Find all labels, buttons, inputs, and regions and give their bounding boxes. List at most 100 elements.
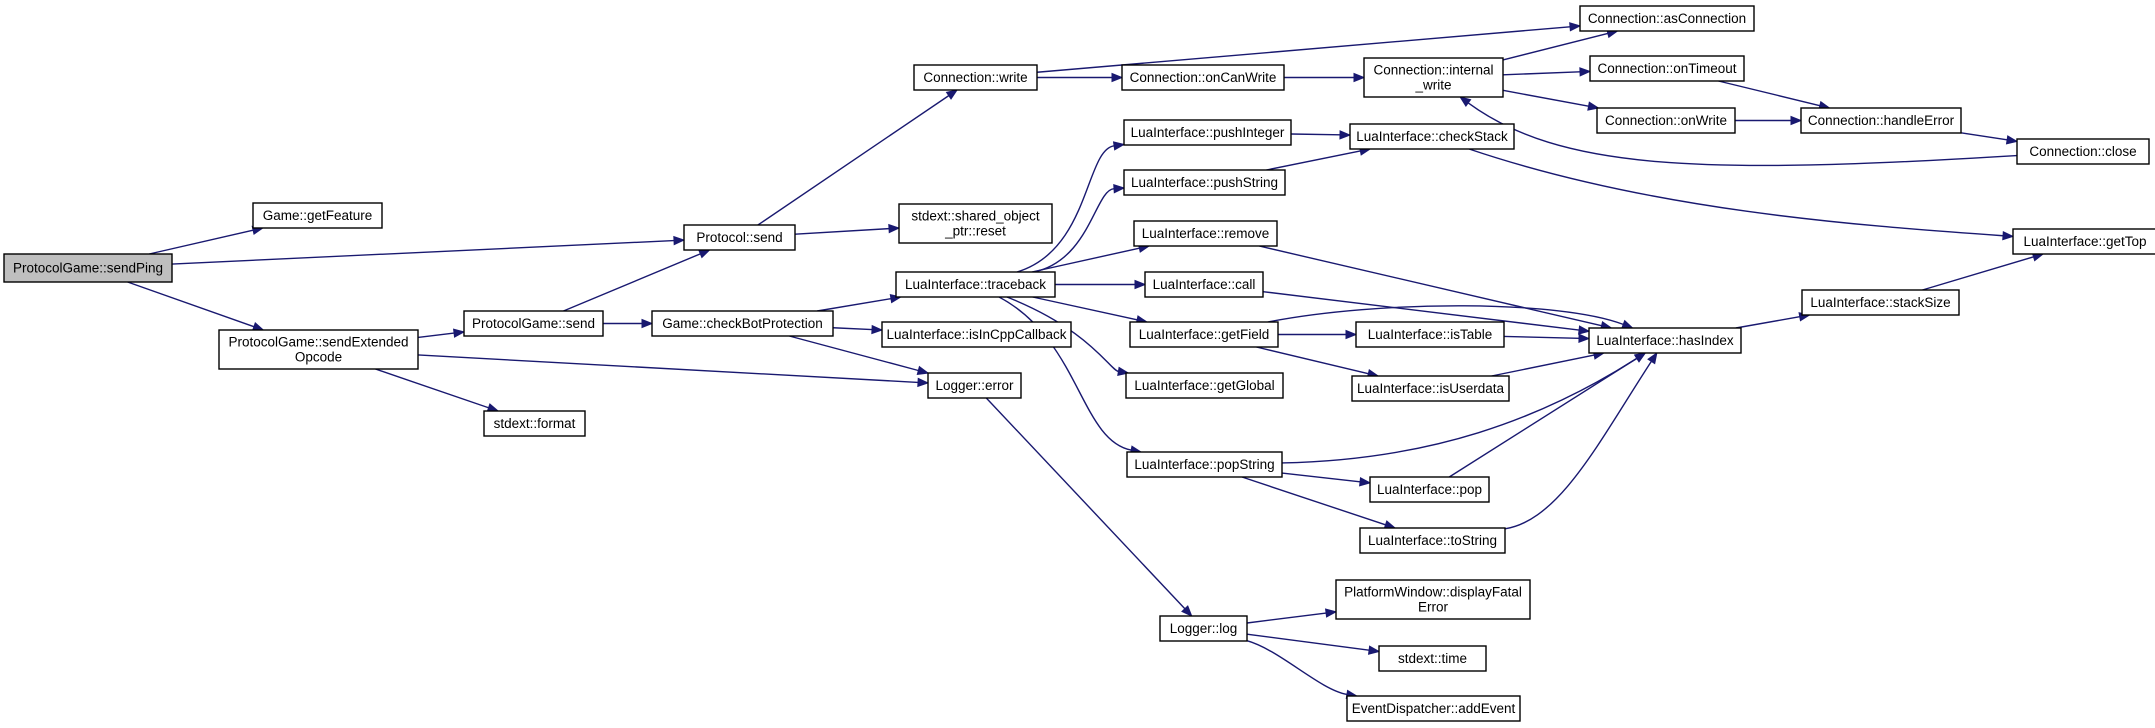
edge-line xyxy=(1502,32,1609,61)
node-box xyxy=(483,410,586,437)
edge-sendPing-to-sendExtOp xyxy=(127,281,265,331)
edge-pushString-to-checkStack xyxy=(1266,146,1372,171)
node-pushInteger[interactable]: LuaInterface::pushInteger xyxy=(1123,119,1292,146)
node-label: Connection::onWrite xyxy=(1605,113,1727,128)
node-label: LuaInterface::stackSize xyxy=(1810,295,1950,310)
arrowhead xyxy=(1578,325,1591,335)
node-label: LuaInterface::getTop xyxy=(2023,234,2146,249)
node-close[interactable]: Connection::close xyxy=(2016,138,2150,165)
node-pgSend[interactable]: ProtocolGame::send xyxy=(463,310,604,337)
edge-line xyxy=(1241,476,1386,526)
node-sopReset[interactable]: stdext::shared_object_ptr::reset xyxy=(898,203,1053,244)
node-isTable[interactable]: LuaInterface::isTable xyxy=(1355,321,1505,348)
node-checkStack[interactable]: LuaInterface::checkStack xyxy=(1349,123,1515,150)
node-stackSize[interactable]: LuaInterface::stackSize xyxy=(1801,289,1960,316)
node-getTop[interactable]: LuaInterface::getTop xyxy=(2012,228,2155,255)
node-stdTime[interactable]: stdext::time xyxy=(1378,645,1487,672)
node-protoSend[interactable]: Protocol::send xyxy=(683,224,796,251)
node-label: LuaInterface::pop xyxy=(1377,482,1482,497)
node-popString[interactable]: LuaInterface::popString xyxy=(1126,451,1283,478)
node-label: LuaInterface::getGlobal xyxy=(1134,378,1274,393)
node-label: LuaInterface::checkStack xyxy=(1356,129,1508,144)
node-box xyxy=(1335,579,1531,620)
arrowhead xyxy=(917,377,930,388)
edge-stackSize-to-getTop xyxy=(1922,252,2045,291)
node-getGlobal[interactable]: LuaInterface::getGlobal xyxy=(1125,372,1284,399)
node-onTimeout[interactable]: Connection::onTimeout xyxy=(1589,55,1745,82)
edge-line xyxy=(1290,133,1341,136)
node-label: Connection::handleError xyxy=(1808,113,1955,128)
edge-popString-to-hasIndex xyxy=(1281,352,1647,464)
node-box xyxy=(1129,321,1279,348)
edge-isUserdata-to-hasIndex xyxy=(1491,350,1606,377)
arrowhead xyxy=(1345,329,1358,340)
edge-pushInteger-to-checkStack xyxy=(1290,130,1352,140)
edge-remove-to-hasIndex xyxy=(1259,245,1613,331)
arrowhead xyxy=(1112,141,1126,151)
node-box xyxy=(1579,5,1755,32)
edge-pop-to-hasIndex xyxy=(1448,352,1647,478)
edge-handleError-to-close xyxy=(1960,132,2019,145)
node-onCanWrite[interactable]: Connection::onCanWrite xyxy=(1121,64,1285,91)
node-handleError[interactable]: Connection::handleError xyxy=(1800,107,1962,134)
node-pop[interactable]: LuaInterface::pop xyxy=(1369,476,1490,503)
edge-line xyxy=(1502,71,1581,76)
node-internalWrite[interactable]: Connection::internal_write xyxy=(1363,57,1504,98)
node-isInCpp[interactable]: LuaInterface::isInCppCallback xyxy=(881,321,1072,348)
edge-line xyxy=(1246,612,1327,624)
node-label: ProtocolGame::send xyxy=(472,316,595,331)
node-label: _ptr::reset xyxy=(944,224,1006,239)
edge-protoSend-to-sopReset xyxy=(794,223,901,235)
edge-line xyxy=(757,95,950,226)
node-pushString[interactable]: LuaInterface::pushString xyxy=(1123,169,1286,196)
node-label: LuaInterface::remove xyxy=(1142,226,1270,241)
node-remove[interactable]: LuaInterface::remove xyxy=(1133,220,1278,247)
node-label: LuaInterface::popString xyxy=(1134,457,1274,472)
edge-line xyxy=(1267,305,1624,326)
node-getField[interactable]: LuaInterface::getField xyxy=(1129,321,1279,348)
edge-line xyxy=(998,296,1132,451)
edge-onWrite-to-handleError xyxy=(1735,115,1803,126)
edge-sendExtOp-to-pgSend xyxy=(417,328,466,339)
node-loggerError[interactable]: Logger::error xyxy=(927,372,1022,399)
node-label: PlatformWindow::displayFatal xyxy=(1344,585,1522,600)
node-label: LuaInterface::isTable xyxy=(1368,327,1493,342)
node-hasIndex[interactable]: LuaInterface::hasIndex xyxy=(1588,327,1742,354)
edge-checkBot-to-isInCpp xyxy=(832,324,884,335)
arrowhead xyxy=(453,328,466,338)
node-box xyxy=(3,253,173,283)
node-getFeature[interactable]: Game::getFeature xyxy=(252,202,383,229)
edge-popString-to-pop xyxy=(1281,472,1372,487)
node-box xyxy=(1363,57,1504,98)
arrowhead xyxy=(641,318,654,329)
node-label: Logger::error xyxy=(935,378,1014,393)
node-toString[interactable]: LuaInterface::toString xyxy=(1359,527,1506,554)
node-isUserdata[interactable]: LuaInterface::isUserdata xyxy=(1351,375,1510,402)
node-label: LuaInterface::getField xyxy=(1139,327,1270,342)
node-box xyxy=(1133,220,1278,247)
arrowhead xyxy=(2005,135,2019,145)
edge-line xyxy=(1491,354,1595,377)
node-addEvent[interactable]: EventDispatcher::addEvent xyxy=(1346,695,1521,722)
node-loggerLog[interactable]: Logger::log xyxy=(1159,615,1248,642)
node-checkBot[interactable]: Game::checkBotProtection xyxy=(651,310,834,337)
node-connWrite[interactable]: Connection::write xyxy=(913,64,1038,91)
node-onWrite[interactable]: Connection::onWrite xyxy=(1596,107,1736,134)
edge-traceback-to-remove xyxy=(1031,243,1151,273)
arrowhead xyxy=(916,365,930,375)
node-asConnection[interactable]: Connection::asConnection xyxy=(1579,5,1755,32)
edge-checkBot-to-traceback xyxy=(817,294,903,312)
node-box xyxy=(1369,476,1490,503)
node-label: Connection::onTimeout xyxy=(1597,61,1736,76)
node-traceback[interactable]: LuaInterface::traceback xyxy=(895,271,1056,298)
edge-line xyxy=(1262,290,1580,331)
node-call[interactable]: LuaInterface::call xyxy=(1144,271,1264,298)
node-label: Error xyxy=(1418,600,1449,615)
node-format[interactable]: stdext::format xyxy=(483,410,586,437)
edge-traceback-to-pushString xyxy=(1033,184,1126,273)
edge-line xyxy=(1718,80,1821,107)
edge-line xyxy=(1266,150,1361,171)
node-sendPing[interactable]: ProtocolGame::sendPing xyxy=(3,253,173,283)
